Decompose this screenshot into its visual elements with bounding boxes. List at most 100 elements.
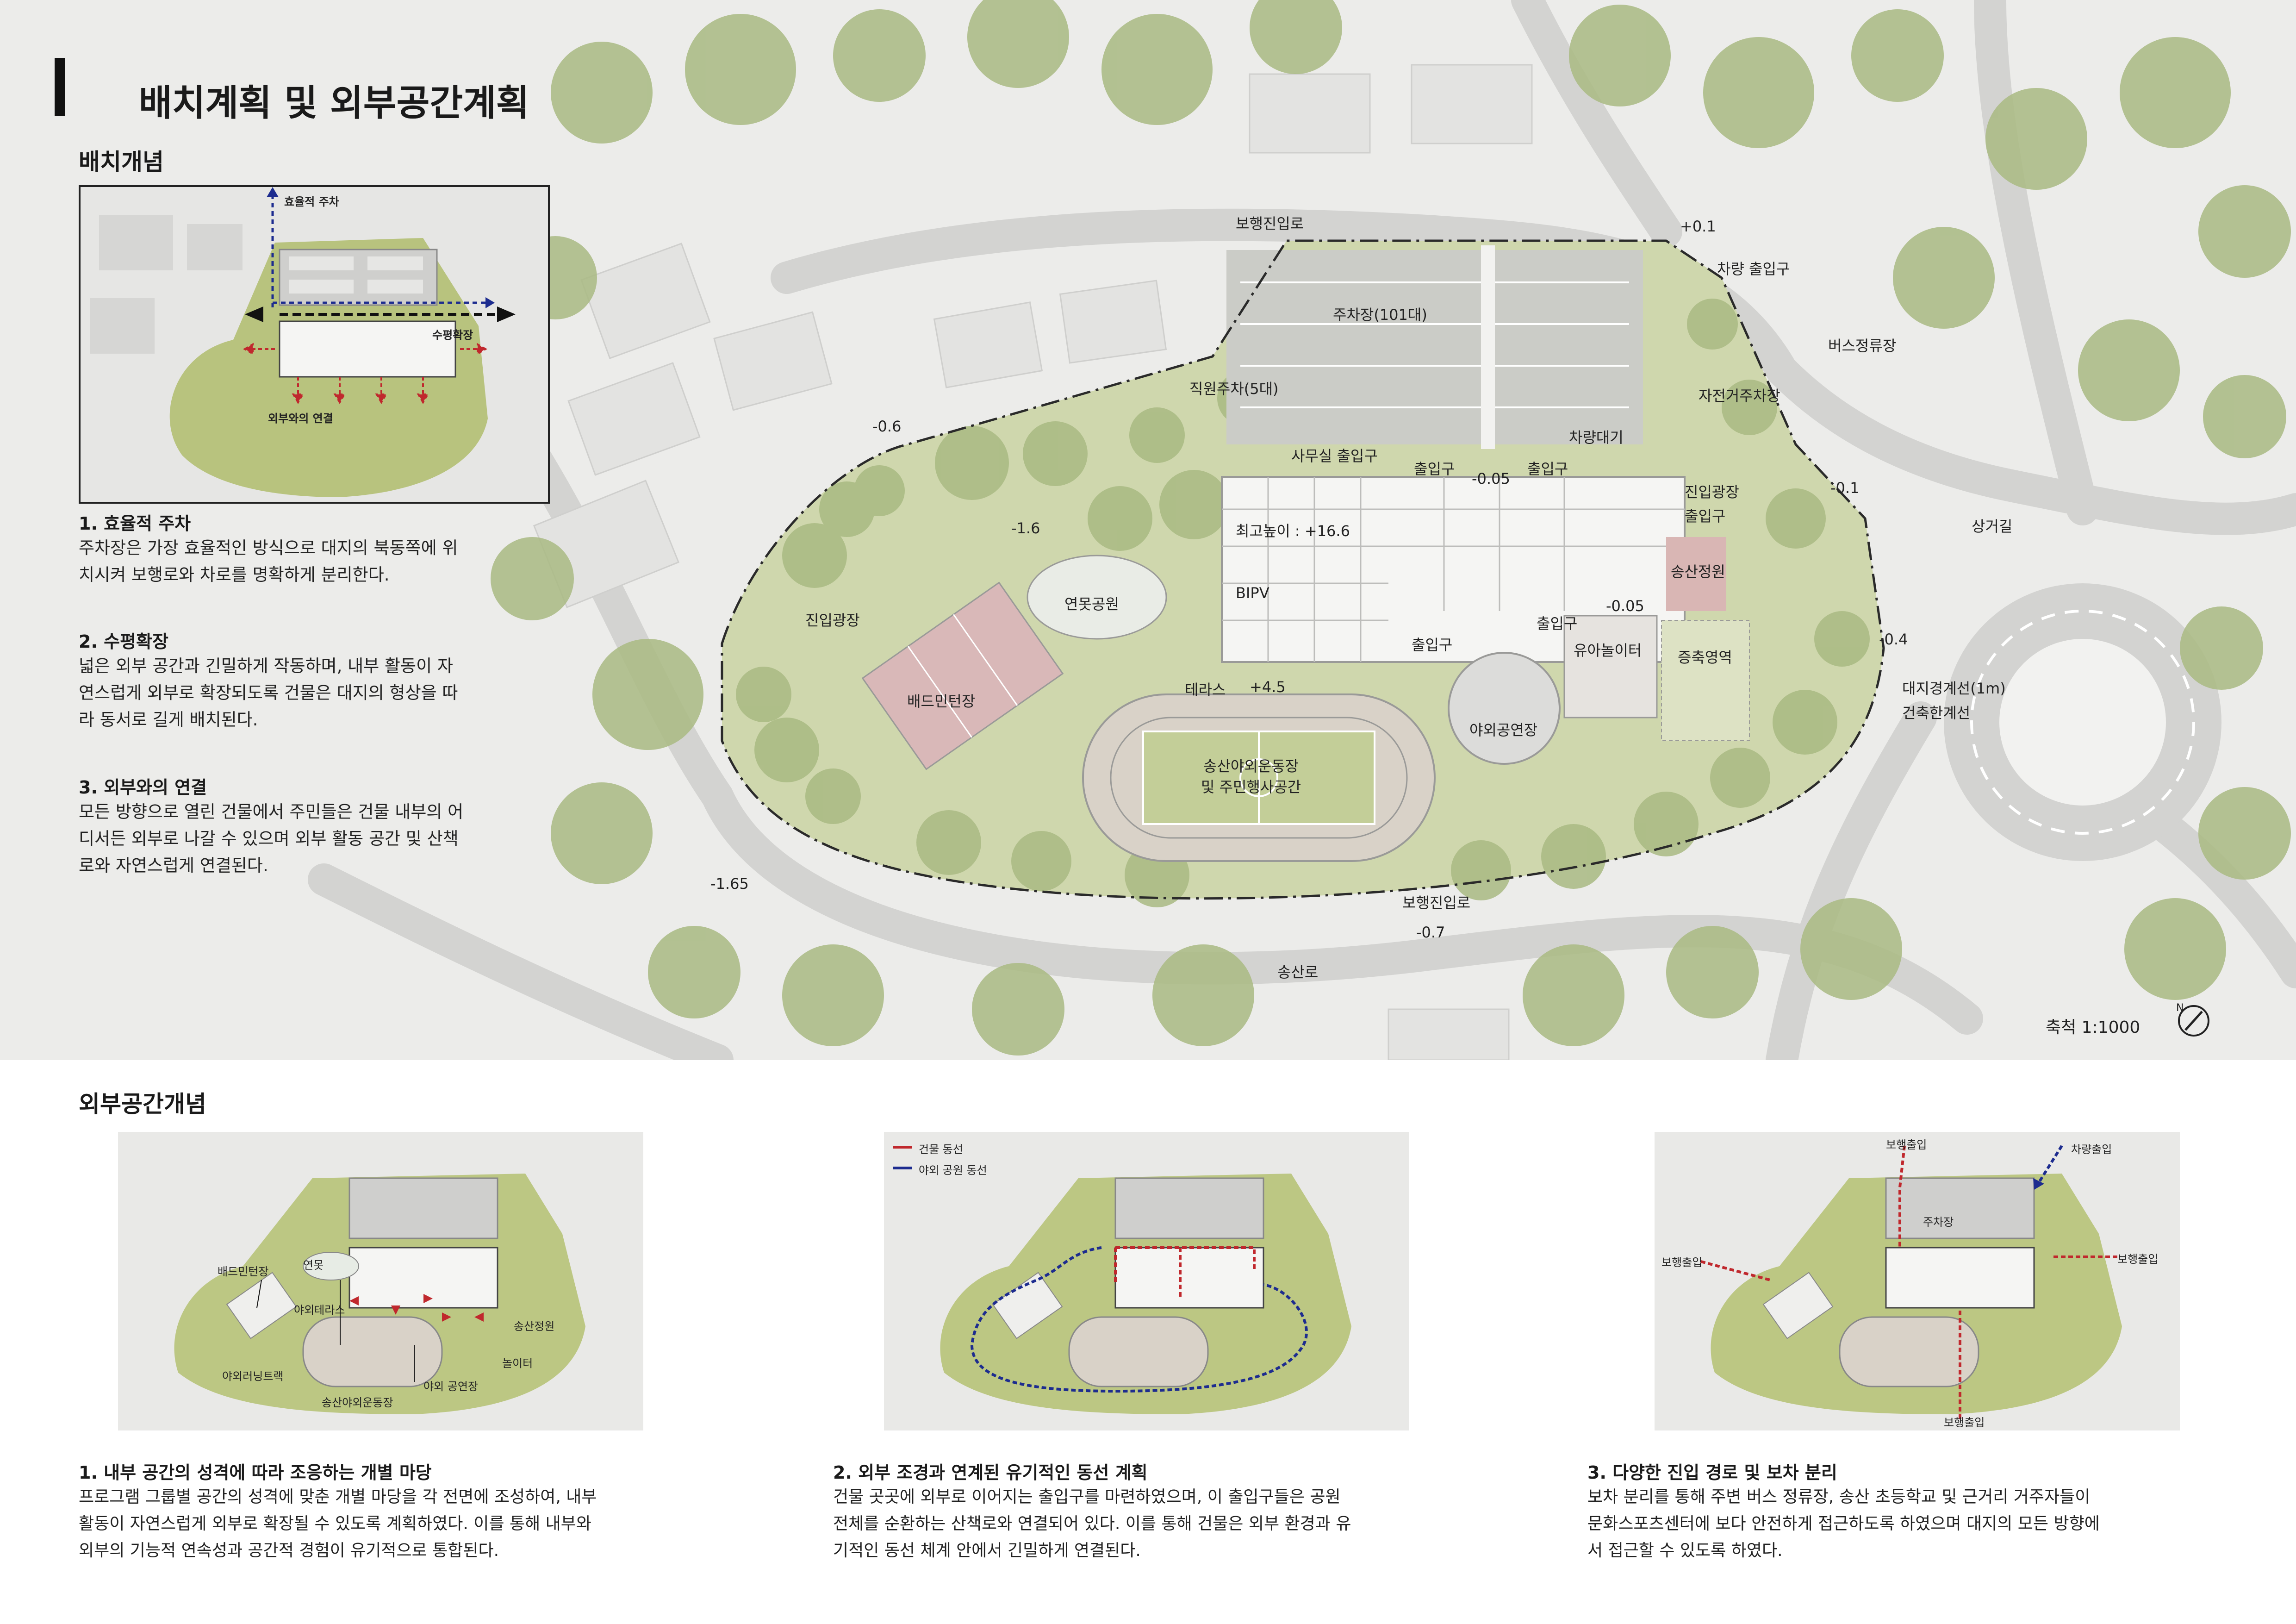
concept-3: 3. 외부와의 연결 모든 방향으로 열린 건물에서 주민들은 건물 내부의 어… <box>79 773 565 879</box>
outdoor-text-3-line-2: 문화스포츠센터에 보다 안전하게 접근하도록 하였으며 대지의 모든 방향에 <box>1587 1514 2100 1533</box>
outdoor-text-1-line-2: 활동이 자연스럽게 외부로 확장될 수 있도록 계획하였다. 이를 통해 내부와 <box>79 1514 592 1533</box>
concept-1: 1. 효율적 주차 주차장은 가장 효율적인 방식으로 대지의 북동쪽에 위 치… <box>79 509 565 588</box>
outdoor-section-title: 외부공간개념 <box>79 1091 206 1118</box>
outdoor-stage-shape <box>1448 652 1561 765</box>
bipv-label: BIPV <box>1236 584 1269 602</box>
concept-parking-label: 효율적 주차 <box>284 195 339 208</box>
outdoor-panel-2: 건물 동선 야외 공원 동선 <box>884 1132 1409 1430</box>
entry-plaza-left-label: 진입광장 <box>805 612 860 629</box>
outdoor-text-2: 2. 외부 조경과 연계된 유기적인 동선 계획 건물 곳곳에 외부로 이어지는… <box>833 1458 1504 1564</box>
parking-label: 주차장(101대) <box>1333 306 1427 324</box>
entry-4-label: 출입구 <box>1412 636 1453 654</box>
p3-label-ped-right: 보행출입 <box>2117 1253 2159 1266</box>
concept-1-title: 1. 효율적 주차 <box>79 513 191 534</box>
site-boundary-line <box>721 239 1885 900</box>
parking-stripes <box>1240 281 1629 408</box>
scale-label: 축척 1:1000 <box>2046 1018 2140 1037</box>
entry-1-label: 출입구 <box>1414 460 1455 478</box>
concept-3-line-1: 모든 방향으로 열린 건물에서 주민들은 건물 내부의 어 <box>79 802 464 822</box>
outdoor-text-3-line-3: 서 접근할 수 있도록 하였다. <box>1587 1541 1783 1560</box>
concept-plaza-label: 수평확장 <box>432 329 473 342</box>
bike-parking-label: 자전거주차장 <box>1699 387 1780 405</box>
outdoor-text-2-line-2: 전체를 순환하는 산책로와 연결되어 있다. 이를 통해 건물은 외부 환경과 … <box>833 1514 1351 1533</box>
concept-2-title: 2. 수평확장 <box>79 631 168 652</box>
p1-label-pond: 연못 <box>303 1259 324 1272</box>
north-label: N <box>2176 1002 2184 1014</box>
outdoor-panel-1: 배드민턴장 연못 야외테라스 송산정원 놀이터 야외러닝트랙 야외 공연장 송산… <box>118 1132 643 1430</box>
entry-plaza-right-label: 진입광장 <box>1685 483 1739 501</box>
office-entry-label: 사무실 출입구 <box>1291 447 1378 465</box>
car-entry-label: 차량 출입구 <box>1717 260 1790 278</box>
concept-2-line-2: 연스럽게 외부로 확장되도록 건물은 대지의 형상을 따 <box>79 683 458 703</box>
trees <box>440 0 2291 1056</box>
p3-label-ped-bottom: 보행출입 <box>1944 1416 1985 1429</box>
page-title: 배치계획 및 외부공간계획 <box>139 82 529 124</box>
concept-2-line-3: 라 동서로 길게 배치된다. <box>79 710 258 730</box>
outdoor-text-1-line-3: 외부의 기능적 연속성과 공간적 경험이 유기적으로 통합된다. <box>79 1541 499 1560</box>
building-limit-label: 건축한계선 <box>1902 704 1971 722</box>
level-m04-label: -0.4 <box>1879 631 1908 648</box>
level-m01-label: -0.1 <box>1830 479 1860 497</box>
level-m165-label: -1.65 <box>710 875 749 893</box>
p2-legend-park: 야외 공원 동선 <box>919 1164 987 1177</box>
p1-label-playground: 놀이터 <box>502 1357 533 1370</box>
concept-1-line-1: 주차장은 가장 효율적인 방식으로 대지의 북동쪽에 위 <box>79 538 458 558</box>
site-boundary-label: 대지경계선(1m) <box>1902 680 2006 697</box>
outdoor-stage-label: 야외공연장 <box>1469 721 1538 739</box>
concept-section-title: 배치개념 <box>79 149 164 175</box>
terrace-label: 테라스 <box>1185 681 1226 699</box>
north-arrow-icon <box>2178 1005 2209 1037</box>
garden-shape <box>1666 537 1726 611</box>
field-sub-label: 및 주민행사공간 <box>1201 778 1301 796</box>
p1-label-track: 야외러닝트랙 <box>222 1370 284 1383</box>
p1-label-badminton: 배드민턴장 <box>218 1265 269 1278</box>
site-plan-drawing <box>308 0 2296 1060</box>
concept-3-title: 3. 외부와의 연결 <box>79 777 207 798</box>
concept-3-line-3: 로와 자연스럽게 연결된다. <box>79 856 268 875</box>
building-grid <box>1222 477 1685 662</box>
pond <box>1027 555 1167 640</box>
concept-2: 2. 수평확장 넓은 외부 공간과 긴밀하게 작동하며, 내부 활동이 자 연스… <box>79 627 565 733</box>
level-m06-label: -0.6 <box>872 418 902 435</box>
outdoor-text-1: 1. 내부 공간의 성격에 따라 조응하는 개별 마당 프로그램 그룹별 공간의… <box>79 1458 750 1564</box>
sanggeo-road-label: 상거길 <box>1972 518 2013 535</box>
outdoor-panel-3: 보행출입 차량출입 주차장 보행출입 보행출입 보행출입 <box>1655 1132 2180 1430</box>
level-m005a-label: -0.05 <box>1472 470 1510 487</box>
car-wait-label: 차량대기 <box>1569 429 1624 446</box>
p3-label-car: 차량출입 <box>2071 1143 2112 1156</box>
playground-label: 유아놀이터 <box>1574 642 1642 659</box>
badminton-courts <box>861 581 1064 770</box>
entry-2-label: 출입구 <box>1527 460 1568 478</box>
p3-label-ped-left: 보행출입 <box>1661 1256 1703 1269</box>
level-p01-label: +0.1 <box>1680 218 1716 235</box>
p1-label-terrace: 야외테라스 <box>294 1304 345 1317</box>
pond-park-label: 연못공원 <box>1064 595 1119 613</box>
parking-lot <box>1226 250 1643 444</box>
songsan-garden-label: 송산정원 <box>1671 563 1725 581</box>
outdoor-text-2-title: 2. 외부 조경과 연계된 유기적인 동선 계획 <box>833 1462 1148 1483</box>
outdoor-text-3-line-1: 보차 분리를 통해 주변 버스 정류장, 송산 초등학교 및 근거리 거주자들이 <box>1587 1487 2091 1506</box>
outdoor-text-1-title: 1. 내부 공간의 성격에 따라 조응하는 개별 마당 <box>79 1462 432 1483</box>
p3-label-parking: 주차장 <box>1923 1216 1954 1229</box>
field-label: 송산야외운동장 <box>1203 757 1299 775</box>
outdoor-text-2-line-1: 건물 곳곳에 외부로 이어지는 출입구를 마련하였으며, 이 출입구들은 공원 <box>833 1487 1341 1506</box>
outdoor-panel-2-drawing <box>893 1146 1351 1414</box>
outdoor-text-1-line-1: 프로그램 그룹별 공간의 성격에 맞춘 개별 마당을 각 전면에 조성하여, 내… <box>79 1487 597 1506</box>
site-plan: 보행진입로 +0.1 차량 출입구 주차장(101대) 직원주차(5대) 자전거… <box>0 0 2296 1060</box>
p1-label-garden: 송산정원 <box>514 1320 555 1333</box>
entry-3-label: 출입구 <box>1685 507 1726 525</box>
concept-diagram: 효율적 주차 수평확장 외부와의 연결 <box>79 185 550 504</box>
level-m16-label: -1.6 <box>1011 519 1040 537</box>
level-m005b-label: -0.05 <box>1606 597 1644 615</box>
expansion-label: 증축영역 <box>1678 649 1732 666</box>
concept-2-line-1: 넓은 외부 공간과 긴밀하게 작동하며, 내부 활동이 자 <box>79 656 453 676</box>
p3-label-ped-top: 보행출입 <box>1886 1138 1927 1151</box>
outdoor-text-2-line-3: 기적인 동선 체계 안에서 긴밀하게 연결된다. <box>833 1541 1141 1560</box>
level-m07-label: -0.7 <box>1416 924 1445 941</box>
staff-parking-label: 직원주차(5대) <box>1189 380 1279 398</box>
outdoor-text-3: 3. 다양한 진입 경로 및 보차 분리 보차 분리를 통해 주변 버스 정류장… <box>1587 1458 2259 1564</box>
outdoor-panel-1-drawing <box>174 1174 586 1414</box>
title-bar-accent <box>55 58 65 116</box>
songsan-road-label: 송산로 <box>1277 963 1319 981</box>
p1-label-stage: 야외 공연장 <box>423 1380 479 1393</box>
